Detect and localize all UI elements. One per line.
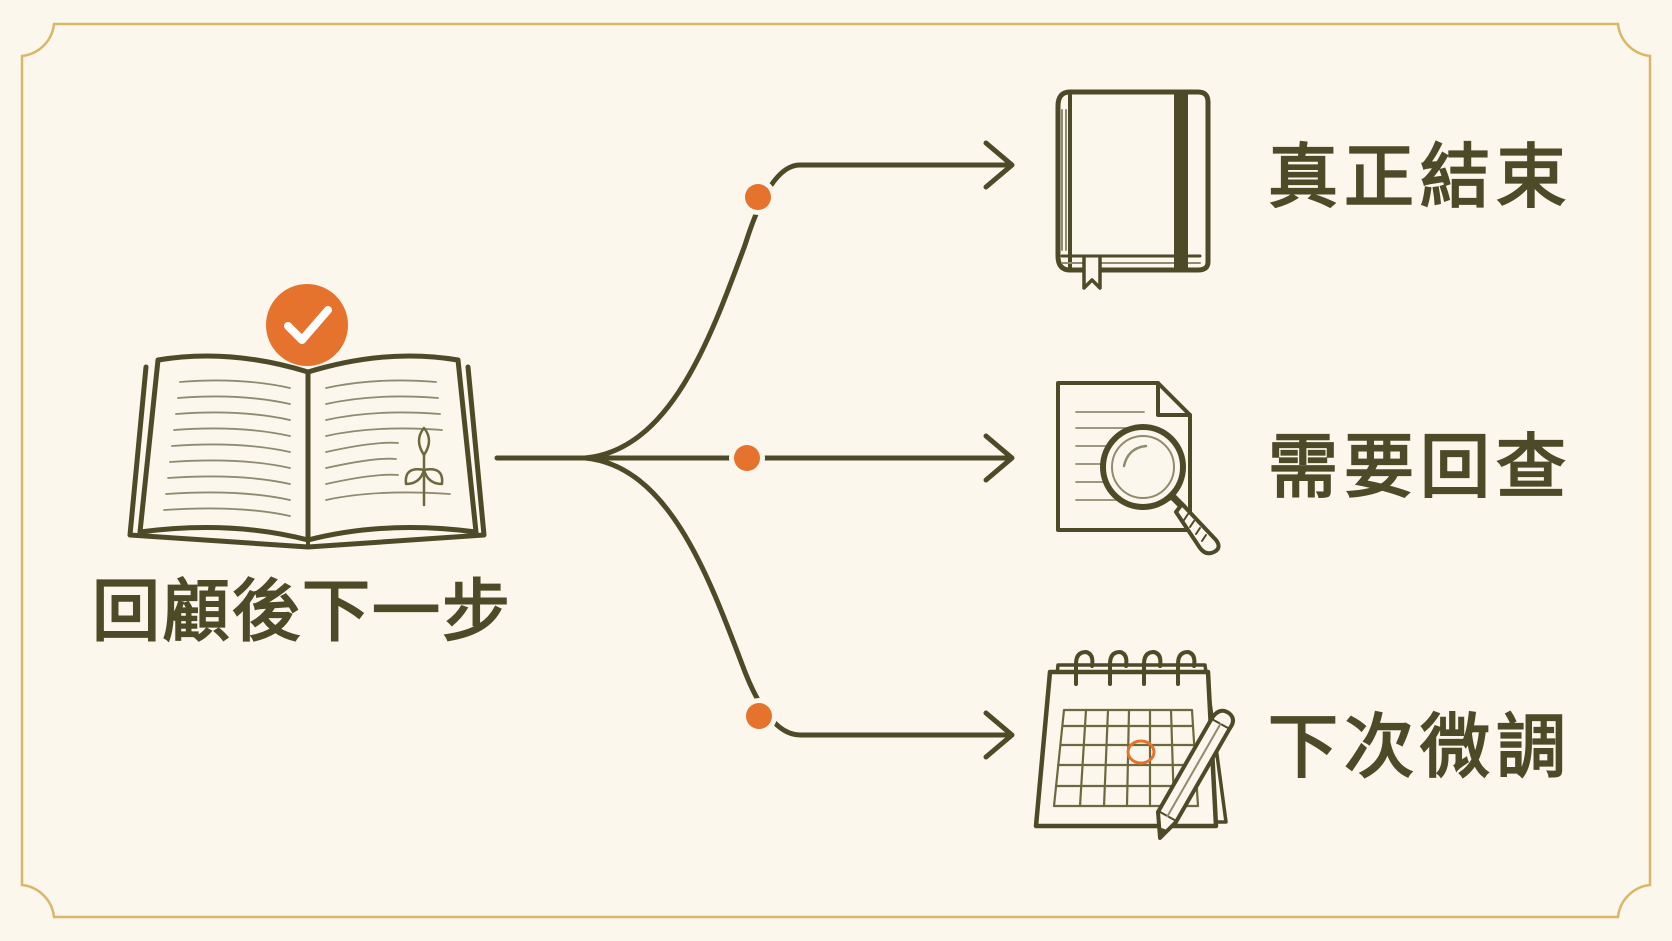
check-badge-icon [266, 284, 348, 366]
branch-label-2: 下次微調 [1268, 705, 1572, 788]
decorative-frame [20, 22, 1652, 919]
arrowhead-1 [983, 433, 1015, 483]
open-book-icon [127, 353, 487, 550]
branch-label-1: 需要回查 [1268, 425, 1572, 508]
node-dot-0 [740, 179, 776, 215]
pencil-icon [1156, 708, 1235, 840]
arrowhead-2 [983, 710, 1015, 760]
branch-label-0: 真正結束 [1268, 135, 1572, 218]
source-label: 回顧後下一步 [92, 572, 513, 652]
document-magnifier-icon [1056, 381, 1221, 556]
node-dot-2 [741, 698, 777, 734]
sprout-icon [404, 426, 444, 507]
closed-notebook-icon [1055, 89, 1211, 290]
connector-branch-0 [582, 162, 1011, 461]
arrowhead-0 [983, 140, 1015, 190]
connector-branch-2 [582, 455, 1011, 738]
node-dot-1 [729, 440, 765, 476]
calendar-pencil-icon [1033, 650, 1235, 840]
